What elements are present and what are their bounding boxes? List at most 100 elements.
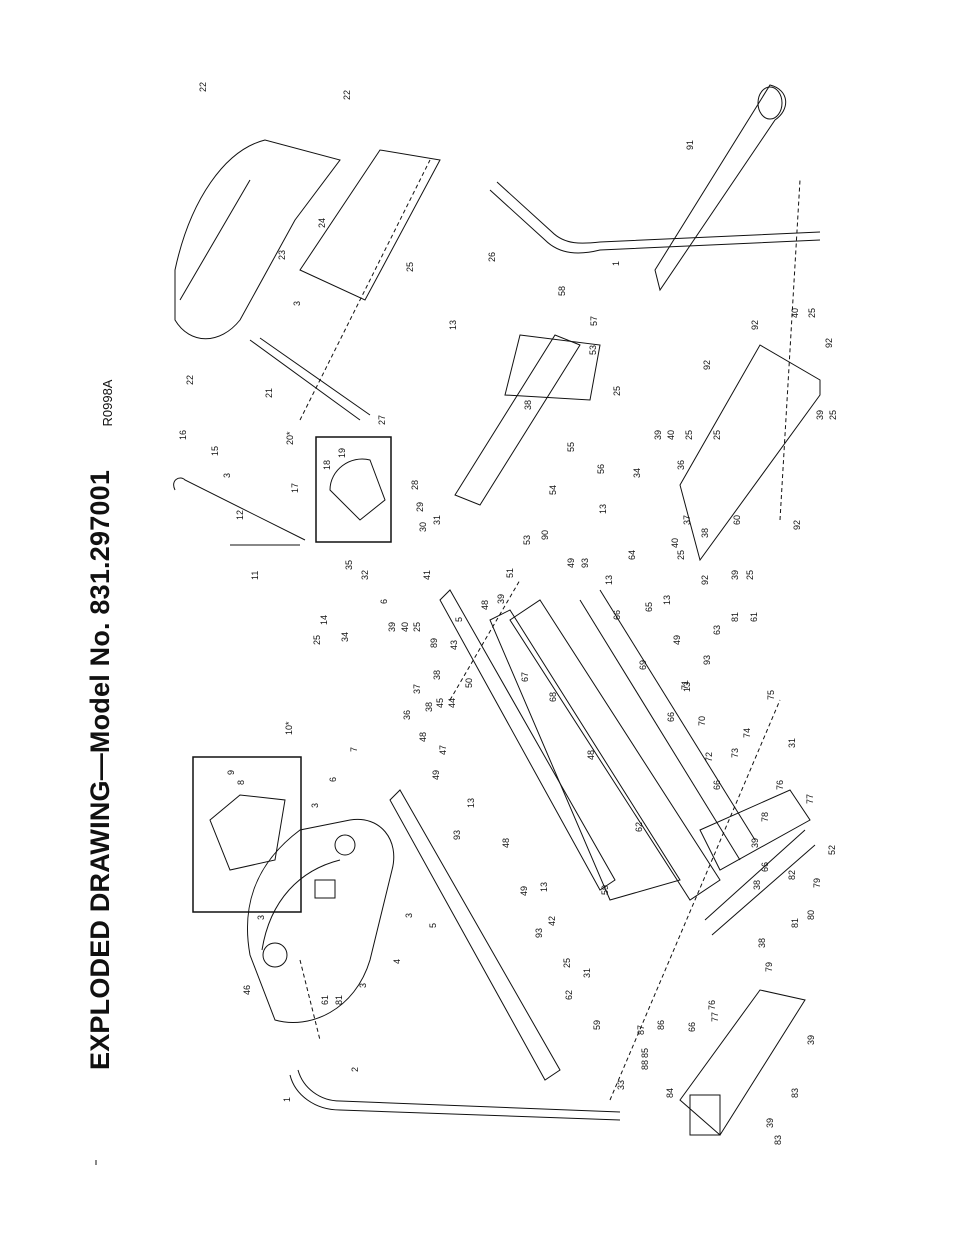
part-label: 3 [404, 913, 414, 918]
main-frame [509, 599, 721, 901]
part-label: 12 [235, 510, 245, 520]
part-label: 87 [636, 1025, 646, 1035]
part-label: 69 [638, 660, 648, 670]
part-label: 51 [505, 568, 515, 578]
part-label: 39 [815, 410, 825, 420]
part-label: 17 [290, 483, 300, 493]
part-label: 66 [612, 610, 622, 620]
part-label: 62 [564, 990, 574, 1000]
part-label: 66 [712, 780, 722, 790]
part-label: 61 [320, 995, 330, 1005]
part-label: 37 [412, 684, 422, 694]
part-label: 30 [418, 522, 428, 532]
part-label: 1 [282, 1097, 292, 1102]
part-label: 31 [582, 968, 592, 978]
part-label: 91 [685, 140, 695, 150]
part-label: 2 [350, 1067, 360, 1072]
part-label: 39 [387, 622, 397, 632]
part-label: 66 [760, 862, 770, 872]
console-shape [246, 818, 395, 1023]
inset-box-10 [192, 756, 302, 913]
part-label: 13 [604, 575, 614, 585]
part-label: 84 [665, 1088, 675, 1098]
part-label: 39 [496, 594, 506, 604]
part-label: 18 [322, 460, 332, 470]
part-label: 25 [676, 550, 686, 560]
part-label: 35 [344, 560, 354, 570]
part-label: 83 [790, 1088, 800, 1098]
part-label: 25 [412, 622, 422, 632]
part-label: 1 [611, 261, 621, 266]
left-upright [249, 339, 361, 421]
part-label: 21 [264, 388, 274, 398]
part-label: 66 [666, 712, 676, 722]
part-label: 45 [435, 698, 445, 708]
part-label: 15 [210, 446, 220, 456]
part-label: 3 [292, 301, 302, 306]
part-label: 22 [198, 82, 208, 92]
part-label: 53 [522, 535, 532, 545]
part-label: 46 [242, 985, 252, 995]
part-label: 49 [431, 770, 441, 780]
part-label: 19 [337, 448, 347, 458]
part-label: 50 [464, 678, 474, 688]
part-label: 3 [256, 915, 266, 920]
part-label: 40 [666, 430, 676, 440]
part-label: 20* [285, 431, 295, 445]
part-label: 11 [250, 571, 260, 580]
part-label: 38 [424, 702, 434, 712]
part-label: 57 [589, 316, 599, 326]
part-label: 40 [400, 622, 410, 632]
part-label: 5 [454, 617, 464, 622]
hood-shape [174, 139, 341, 340]
part-label: 34 [340, 632, 350, 642]
part-label: 29 [415, 502, 425, 512]
part-label: 92 [750, 320, 760, 330]
part-label: 24 [317, 218, 327, 228]
part-label: 28 [410, 480, 420, 490]
part-label: 22 [185, 375, 195, 385]
left-side-rail [389, 789, 561, 1081]
part-label: 25 [405, 262, 415, 272]
part-label: 66 [687, 1022, 697, 1032]
part-label: 13 [598, 504, 608, 514]
part-label: 83 [773, 1135, 783, 1145]
part-label: 38 [752, 880, 762, 890]
part-label: 62 [634, 822, 644, 832]
part-label: 26 [487, 252, 497, 262]
part-label: 92 [824, 338, 834, 348]
part-label: 13 [466, 798, 476, 808]
base-frame [699, 789, 811, 871]
part-label: 49 [566, 558, 576, 568]
part-label: 31 [787, 738, 797, 748]
part-label: 13 [448, 320, 458, 330]
part-label: 25 [745, 570, 755, 580]
part-label: 93 [580, 558, 590, 568]
part-label: 48 [418, 732, 428, 742]
part-label: 3 [358, 983, 368, 988]
part-label: 71 [680, 680, 690, 690]
part-label: 4 [392, 959, 402, 964]
part-label: 61 [749, 612, 759, 622]
part-label: 5 [428, 923, 438, 928]
part-label: 93 [702, 655, 712, 665]
part-label: 72 [704, 752, 714, 762]
part-label: 78 [760, 812, 770, 822]
walking-belt-roll [654, 84, 787, 292]
part-label: 36 [676, 460, 686, 470]
part-label: 3 [310, 803, 320, 808]
part-label: 22 [342, 90, 352, 100]
part-label: 58 [557, 286, 567, 296]
part-label: 73 [730, 748, 740, 758]
part-label: 8 [236, 780, 246, 785]
part-label: 77 [805, 794, 815, 804]
part-label: 31 [432, 515, 442, 525]
part-label: 25 [612, 386, 622, 396]
part-label: 68 [548, 692, 558, 702]
part-label: 25 [807, 308, 817, 318]
part-label: 76 [707, 1000, 717, 1010]
part-label: 82 [787, 870, 797, 880]
part-label: 79 [764, 962, 774, 972]
part-label: 38 [523, 400, 533, 410]
part-label: 93 [534, 928, 544, 938]
